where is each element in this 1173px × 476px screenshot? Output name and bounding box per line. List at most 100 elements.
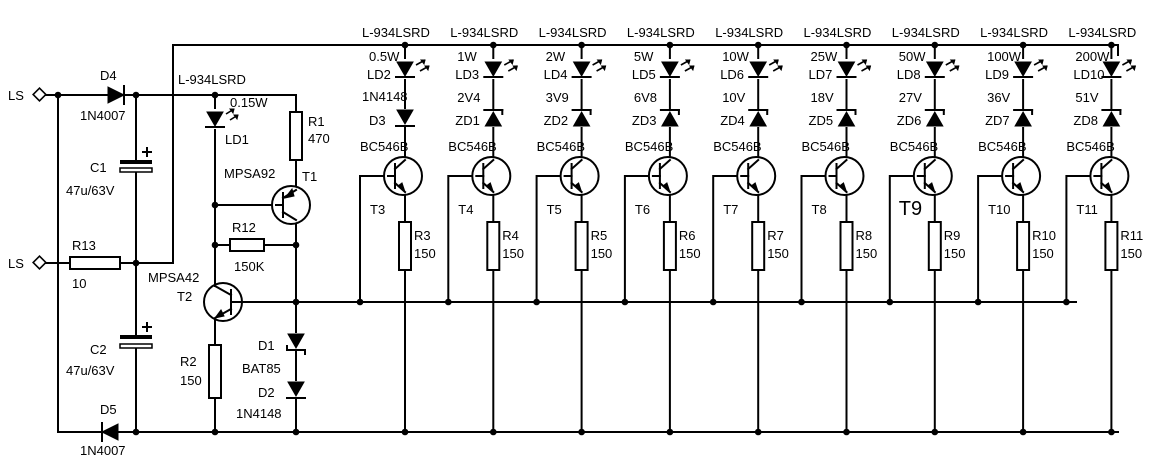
zener-zd6[interactable] [924, 109, 945, 127]
led-ld9[interactable] [1013, 59, 1048, 78]
transistor-label: T7 [723, 202, 738, 217]
ld1-part-label: L-934LSRD [178, 72, 246, 87]
zener-label: ZD1 [455, 113, 480, 128]
led-ld7[interactable] [836, 59, 872, 78]
junction-dot [843, 428, 850, 436]
diode-d3[interactable] [395, 109, 415, 127]
stage-wire-base [447, 175, 478, 303]
diode-d4[interactable] [107, 85, 126, 105]
stage-wire-base [535, 175, 566, 303]
resistor-r11[interactable] [1104, 221, 1119, 271]
stage-wire-base [712, 175, 743, 303]
d2-value: 1N4148 [236, 406, 282, 421]
transistor-type-label: BC546B [360, 139, 408, 154]
led-ld10[interactable] [1101, 59, 1137, 78]
zener-zd4[interactable] [748, 109, 769, 127]
power-rating-label: 1W [457, 49, 477, 64]
resistor-r13[interactable] [69, 256, 121, 270]
zener-voltage-label: 18V [811, 90, 834, 105]
led-label: LD5 [632, 67, 656, 82]
led-part-label: L-934LSRD [804, 25, 872, 40]
led-label: LD2 [367, 67, 391, 82]
resistor-r12[interactable] [229, 238, 265, 252]
c2-label: C2 [90, 342, 107, 357]
input-terminal-top[interactable] [32, 87, 47, 102]
junction-dot [1108, 428, 1115, 436]
resistor-r8[interactable] [839, 221, 854, 271]
transistor-t8[interactable] [824, 156, 865, 196]
led-ld1[interactable] [205, 108, 239, 128]
led-ld6[interactable] [748, 59, 783, 78]
resistor-r7[interactable] [751, 221, 766, 271]
input-terminal-middle[interactable] [32, 255, 47, 270]
led-ld3[interactable] [483, 59, 518, 78]
junction-dot [754, 41, 762, 49]
resistor-value-label: 150 [767, 246, 789, 261]
zener-label: ZD7 [985, 113, 1010, 128]
resistor-r5[interactable] [574, 221, 589, 271]
r2-value: 150 [180, 373, 202, 388]
transistor-label: T11 [1076, 202, 1097, 217]
power-rating-label: 25W [811, 49, 838, 64]
indicator-stages: L-934LSRD0.5WLD21N4148D3BC546BT3R3150L-9… [356, 25, 1143, 436]
zener-zd3[interactable] [659, 109, 680, 127]
diode-d2[interactable] [286, 381, 306, 399]
junction-dots [54, 91, 300, 436]
resistor-r1[interactable] [289, 111, 303, 161]
resistor-r9[interactable] [927, 221, 942, 271]
r12-value: 150K [234, 259, 265, 274]
zener-voltage-label: 2V4 [457, 90, 480, 105]
led-ld2[interactable] [395, 59, 430, 78]
transistor-t7[interactable] [736, 156, 777, 196]
led-part-label: L-934LSRD [715, 25, 783, 40]
transistor-t10[interactable] [1001, 156, 1042, 196]
zener-zd1[interactable] [483, 109, 504, 127]
resistor-value-label: 150 [502, 246, 524, 261]
junction-dot [709, 298, 717, 306]
resistor-value-label: 150 [414, 246, 436, 261]
zener-zd5[interactable] [836, 109, 857, 127]
c2-value: 47u/63V [66, 363, 115, 378]
zener-zd7[interactable] [1013, 109, 1034, 127]
power-rating-label: 2W [546, 49, 566, 64]
r1-label: R1 [308, 114, 325, 129]
diode-d5[interactable] [100, 422, 119, 442]
junction-dot [931, 41, 939, 49]
power-rating-label: 5W [634, 49, 654, 64]
led-ld8[interactable] [924, 59, 960, 78]
diode-d1[interactable] [286, 333, 306, 355]
resistor-r3[interactable] [398, 221, 412, 271]
resistor-label: R10 [1032, 228, 1056, 243]
led-ld5[interactable] [659, 59, 695, 78]
resistor-value-label: 150 [1032, 246, 1054, 261]
transistor-t6[interactable] [647, 156, 688, 196]
led-label: LD10 [1073, 67, 1104, 82]
transistor-label: T9 [899, 198, 922, 220]
zener-voltage-label: 10V [722, 90, 745, 105]
transistor-t9[interactable] [912, 156, 953, 196]
led-label: LD6 [720, 67, 744, 82]
resistor-r6[interactable] [662, 221, 677, 271]
zener-zd8[interactable] [1101, 109, 1122, 127]
led-part-label: L-934LSRD [362, 25, 430, 40]
capacitor-c1[interactable] [119, 147, 153, 173]
transistor-type-label: BC546B [448, 139, 496, 154]
capacitor-c2[interactable] [119, 322, 153, 349]
zener-zd2[interactable] [571, 109, 592, 127]
transistor-t1[interactable] [271, 185, 311, 225]
transistor-t5[interactable] [559, 156, 600, 196]
t1-label: T1 [302, 169, 317, 184]
resistor-r10[interactable] [1016, 221, 1031, 271]
led-ld4[interactable] [571, 59, 607, 78]
junction-dot [931, 428, 939, 436]
transistor-t11[interactable] [1089, 156, 1130, 196]
resistor-r2[interactable] [208, 344, 222, 399]
t2-label: T2 [177, 289, 192, 304]
transistor-t4[interactable] [471, 156, 512, 196]
resistor-r4[interactable] [486, 221, 501, 271]
transistor-t3[interactable] [383, 156, 423, 196]
transistor-t2[interactable] [203, 269, 243, 322]
